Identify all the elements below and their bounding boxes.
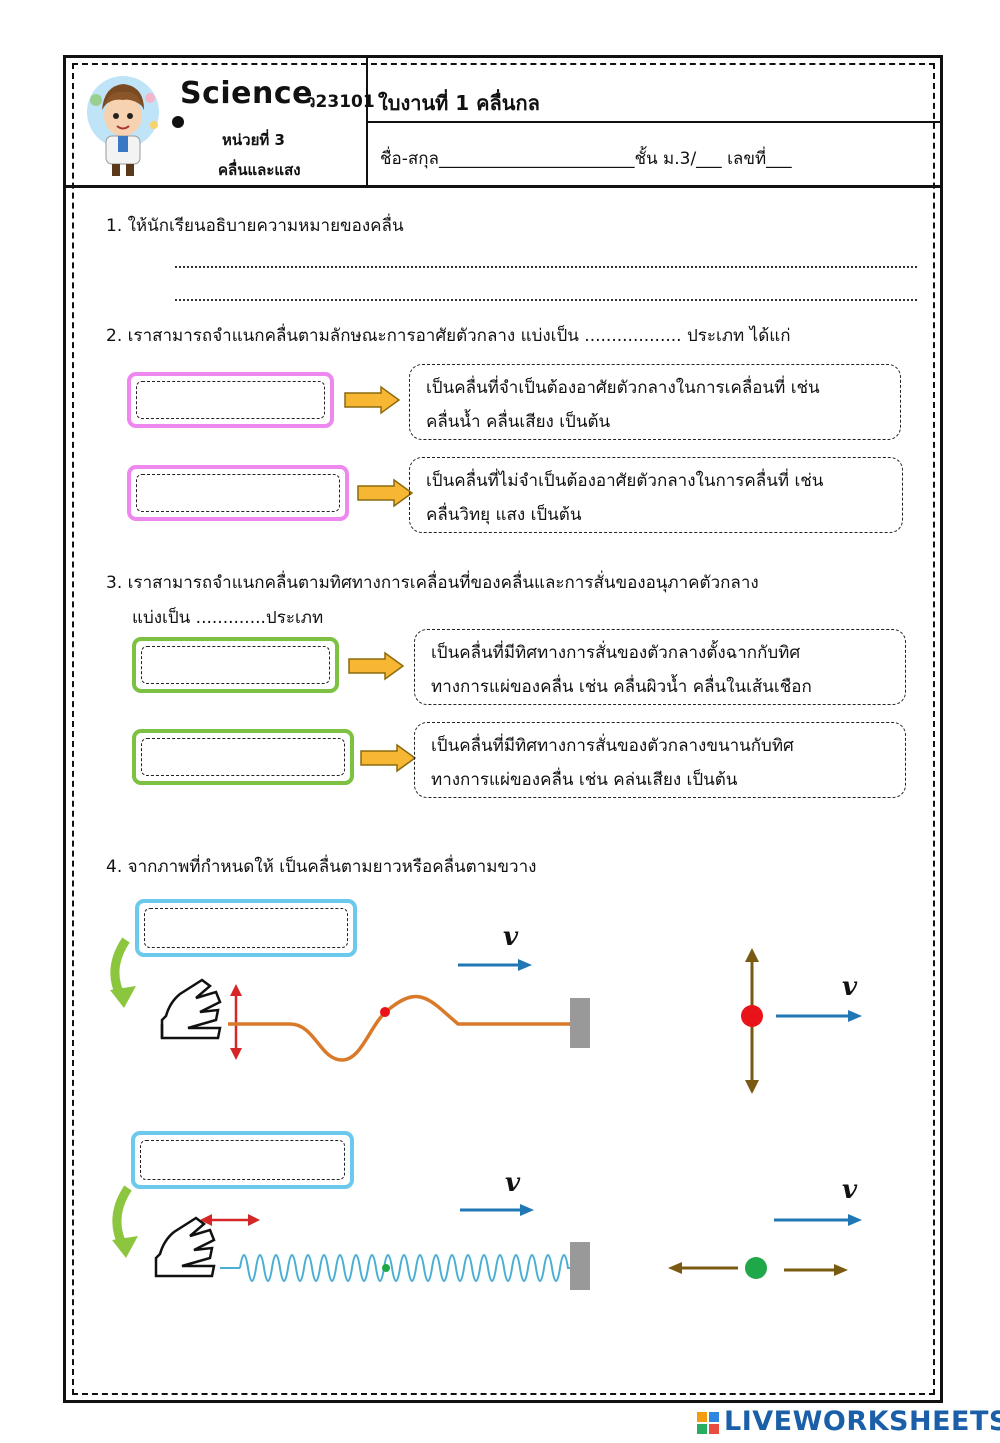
green-curved-arrow-icon (112, 1185, 138, 1258)
orange-arrow-icon (348, 651, 405, 681)
worksheet-title: ใบงานที่ 1 คลื่นกล (378, 91, 540, 115)
orange-arrow-icon (360, 743, 417, 773)
velocity-label-4: v (842, 1175, 858, 1205)
hand-icon (154, 1216, 216, 1278)
liveworksheets-brand[interactable]: LIVEWORKSHEETS (724, 1406, 1000, 1437)
subject-title: Science (180, 76, 314, 111)
header-bottom-line (63, 185, 943, 188)
q3-description-2-line2: ทางการแผ่ของคลื่น เช่น คล่นเสียง เป็นต้น (431, 770, 738, 790)
q2-description-1: เป็นคลื่นที่จำเป็นต้องอาศัยตัวกลางในการเ… (409, 364, 901, 440)
q2-answer-box-2[interactable] (127, 465, 349, 521)
particle-motion-diagram-2 (668, 1214, 862, 1279)
q3-answer-box-1[interactable] (132, 637, 339, 693)
particle-red-dot (380, 1007, 390, 1017)
answer-line-2[interactable] (175, 299, 917, 301)
unit-name: คลื่นและแสง (218, 161, 301, 179)
question-4: 4. จากภาพที่กำหนดให้ เป็นคลื่นตามยาวหรือ… (106, 857, 537, 877)
q2-description-1-line1: เป็นคลื่นที่จำเป็นต้องอาศัยตัวกลางในการเ… (426, 378, 820, 398)
header-middle-line (367, 121, 943, 123)
worksheet-inner-frame (72, 63, 935, 1395)
q4-answer-box-1[interactable] (135, 899, 357, 957)
scientist-boy-icon (87, 76, 159, 176)
q3-description-2-line1: เป็นคลื่นที่มีทิศทางการสั่นของตัวกลางขนา… (431, 736, 794, 756)
vertical-oscillation-arrow (230, 984, 242, 1060)
horizontal-oscillation-arrow (200, 1214, 260, 1226)
question-2: 2. เราสามารถจำแนกคลื่นตามลักษณะการอาศัยต… (106, 326, 791, 346)
student-info-line[interactable]: ชื่อ-สกุล_______________________ชั้น ม.3… (380, 149, 792, 169)
header-divider-line (366, 57, 368, 186)
q3-description-1-line2: ทางการแผ่ของคลื่น เช่น คลื่นผิวน้ำ คลื่น… (431, 677, 812, 697)
q2-answer-box-1[interactable] (127, 372, 334, 428)
orange-arrow-icon (357, 478, 414, 508)
hand-icon (160, 978, 222, 1040)
orange-arrow-icon (344, 385, 401, 415)
course-code: ว23101 (306, 92, 375, 112)
velocity-label-3: v (505, 1168, 521, 1198)
q3-description-2: เป็นคลื่นที่มีทิศทางการสั่นของตัวกลางขนา… (414, 722, 906, 798)
q2-description-1-line2: คลื่นน้ำ คลื่นเสียง เป็นต้น (426, 412, 611, 432)
fixed-wall (570, 1242, 590, 1290)
fixed-wall (570, 998, 590, 1048)
velocity-arrow-bottom (460, 1204, 534, 1216)
green-curved-arrow-icon (110, 937, 136, 1008)
velocity-label-2: v (842, 972, 858, 1002)
q2-description-2-line1: เป็นคลื่นที่ไม่จำเป็นต้องอาศัยตัวกลางในก… (426, 471, 824, 491)
question-3-line2: แบ่งเป็น .............ประเภท (132, 608, 324, 628)
particle-motion-diagram (741, 948, 862, 1094)
liveworksheets-logo-icon (697, 1412, 719, 1434)
q4-answer-box-2[interactable] (131, 1131, 354, 1189)
q3-description-1: เป็นคลื่นที่มีทิศทางการสั่นของตัวกลางตั้… (414, 629, 906, 705)
q2-description-2-line2: คลื่นวิทยุ แสง เป็นต้น (426, 505, 582, 525)
particle-green-dot (382, 1264, 390, 1272)
answer-line-1[interactable] (175, 266, 917, 268)
rope-wave (228, 994, 570, 1062)
question-3-line1: 3. เราสามารถจำแนกคลื่นตามทิศทางการเคลื่อ… (106, 573, 759, 593)
header-bullet-dot (172, 116, 184, 128)
longitudinal-wave-diagram (112, 1185, 862, 1290)
unit-label: หน่วยที่ 3 (222, 131, 285, 149)
q2-description-2: เป็นคลื่นที่ไม่จำเป็นต้องอาศัยตัวกลางในก… (409, 457, 903, 533)
q3-description-1-line1: เป็นคลื่นที่มีทิศทางการสั่นของตัวกลางตั้… (431, 643, 801, 663)
q3-answer-box-2[interactable] (132, 729, 354, 785)
velocity-label-1: v (503, 922, 519, 952)
velocity-arrow-top (458, 959, 532, 971)
question-1: 1. ให้นักเรียนอธิบายความหมายของคลื่น (106, 216, 404, 236)
worksheet-outer-frame (63, 55, 943, 1403)
spring-coil (220, 1254, 570, 1282)
transverse-wave-diagram (110, 937, 862, 1094)
